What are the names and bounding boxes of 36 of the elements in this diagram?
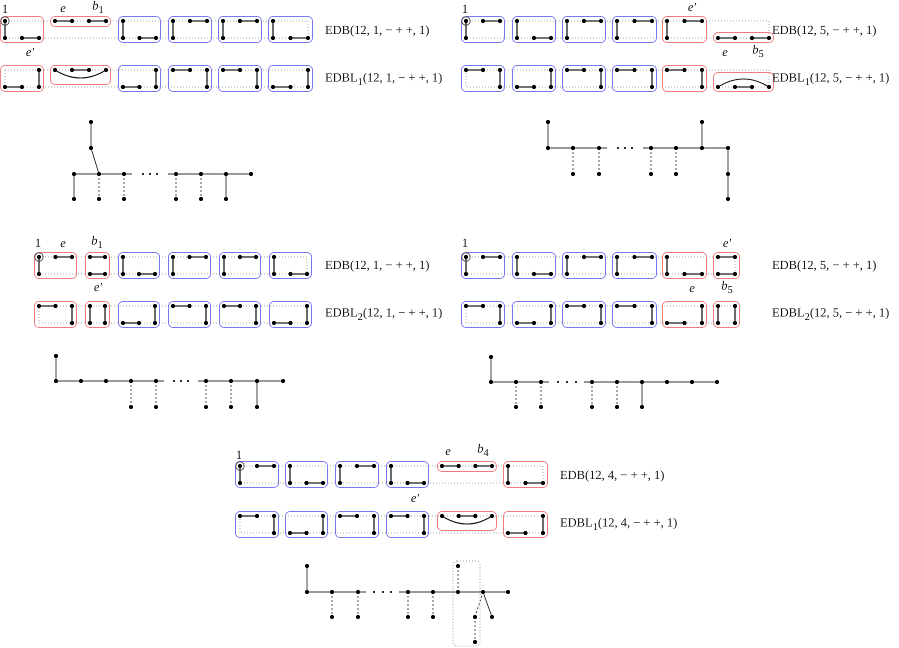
- graph-name: EDB(12, 5, − + +, 1): [772, 258, 876, 272]
- graph-name: EDBL$_{2}$(12, 1, − + +, 1): [325, 306, 442, 324]
- symbol-label: e: [60, 236, 66, 250]
- graph-name: EDBL$_{1}$(12, 4, − + +, 1): [560, 516, 678, 534]
- symbol-label: b$_{1}$: [92, 0, 104, 16]
- symbol-label: e: [445, 444, 451, 458]
- graph-name: EDB(12, 4, − + +, 1): [560, 468, 664, 482]
- symbol-label: e′: [94, 280, 102, 294]
- vertex-number: 1: [2, 2, 8, 16]
- graph-name: EDB(12, 5, − + +, 1): [772, 24, 876, 36]
- graph-name: EDB(12, 1, − + +, 1): [325, 24, 430, 36]
- rounded-block: [713, 32, 774, 43]
- vertex-number: 1: [34, 236, 42, 250]
- rounded-block: [50, 65, 111, 85]
- symbol-label: b$_{4}$: [477, 442, 489, 460]
- symbol-label: b$_{1}$: [91, 234, 103, 252]
- vertex-number: 1: [462, 2, 468, 16]
- symbol-label: e: [722, 46, 728, 58]
- graph-name: EDB(12, 1, − + +, 1): [325, 258, 430, 272]
- symbol-label: e′: [410, 492, 420, 504]
- rounded-block: [50, 16, 111, 27]
- symbol-label: b$_{5}$: [721, 280, 733, 296]
- graph-name: EDBL$_{1}$(12, 1, − + +, 1): [325, 72, 442, 88]
- rounded-block: [437, 461, 497, 472]
- rounded-block: [713, 72, 774, 92]
- symbol-label: b$_{5}$: [752, 44, 764, 60]
- symbol-label: e: [689, 282, 695, 294]
- symbol-label: e′: [26, 46, 34, 58]
- symbol-label: e′: [722, 236, 732, 250]
- graph-name: EDBL$_{2}$(12, 5, − + +, 1): [772, 306, 890, 324]
- graph-name: EDBL$_{1}$(12, 5, − + +, 1): [772, 72, 890, 88]
- symbol-label: e: [60, 2, 66, 14]
- vertex-number: 1: [236, 448, 242, 462]
- symbol-label: e′: [688, 0, 696, 14]
- rounded-block: [437, 511, 497, 531]
- vertex-number: 1: [462, 236, 468, 250]
